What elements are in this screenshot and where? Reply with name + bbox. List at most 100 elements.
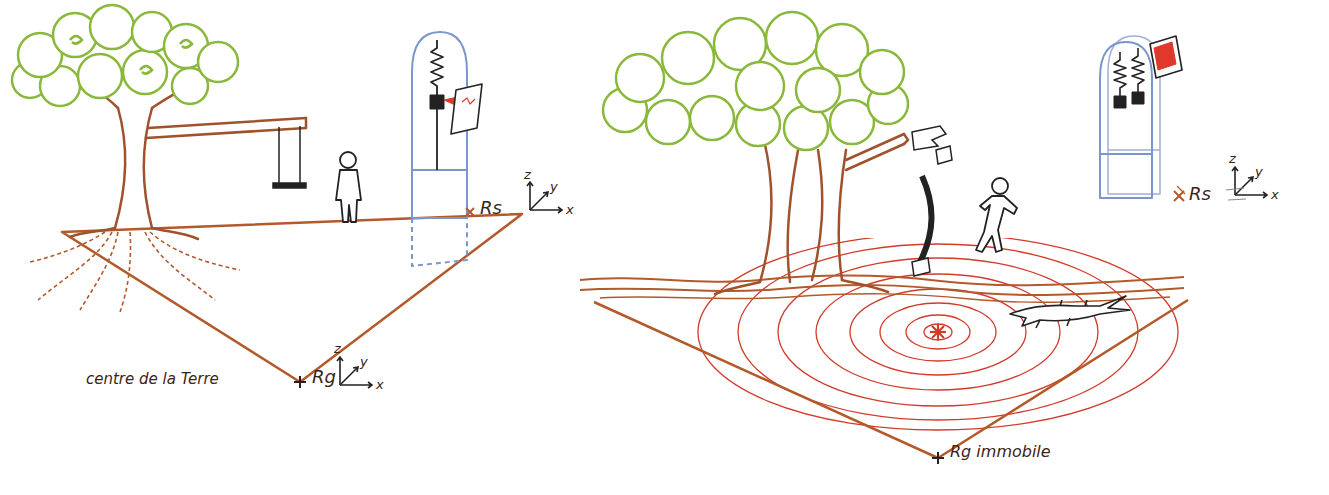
epicentre-star bbox=[930, 324, 946, 340]
axes bbox=[527, 182, 533, 210]
place-label: centre de la Terre bbox=[86, 372, 219, 387]
frame-marker bbox=[932, 186, 1185, 464]
shaking-seismometer bbox=[1132, 48, 1144, 92]
axes bbox=[530, 207, 562, 213]
axes bbox=[337, 167, 1267, 388]
person bbox=[336, 170, 361, 222]
tree-canopy bbox=[123, 50, 167, 94]
tree-canopy bbox=[736, 62, 784, 110]
seismometer bbox=[436, 109, 438, 170]
ground-triangle bbox=[62, 214, 522, 382]
axis-label: x bbox=[566, 203, 574, 216]
frame-marker bbox=[294, 208, 474, 388]
tree-trunk bbox=[144, 108, 152, 228]
crocodile bbox=[1010, 296, 1130, 326]
crocodile bbox=[1010, 296, 1130, 328]
broken-swing bbox=[912, 126, 946, 150]
ground-triangle bbox=[62, 214, 522, 382]
frame-marker bbox=[932, 457, 944, 459]
broken-swing bbox=[920, 176, 932, 262]
tree-roots bbox=[120, 232, 131, 312]
tree-canopy bbox=[140, 66, 152, 74]
axes bbox=[1235, 192, 1267, 198]
broken-swing bbox=[936, 146, 952, 164]
axis-label: y bbox=[1255, 165, 1263, 178]
tree-trunk bbox=[715, 282, 760, 294]
axes bbox=[1226, 188, 1246, 200]
seismometer bbox=[462, 98, 475, 104]
frame-caption: Rg immobile bbox=[950, 444, 1051, 460]
frame-name: Rs bbox=[1189, 185, 1211, 203]
tree-canopy bbox=[662, 32, 714, 84]
falling-person bbox=[992, 178, 1008, 194]
tree-canopy bbox=[70, 36, 82, 44]
seismometer bbox=[431, 40, 443, 95]
frame-name: Rg bbox=[312, 368, 336, 386]
axes bbox=[1235, 177, 1253, 195]
tree-canopy bbox=[646, 100, 690, 144]
tree-roots bbox=[38, 232, 112, 300]
seismometer bbox=[412, 170, 467, 218]
frame-marker bbox=[294, 381, 306, 383]
axis-label: z bbox=[524, 168, 531, 181]
shaking-seismometer bbox=[1100, 36, 1182, 198]
shaking-seismometer bbox=[1150, 36, 1182, 78]
frame-marker bbox=[466, 208, 474, 216]
swing bbox=[299, 126, 301, 184]
tree-trunk bbox=[760, 140, 771, 282]
axis-label: y bbox=[360, 355, 368, 368]
seismometer bbox=[412, 218, 467, 266]
person bbox=[340, 152, 356, 168]
tree-trunk bbox=[904, 134, 908, 144]
tree-canopy bbox=[603, 12, 908, 150]
shaking-seismometer bbox=[1100, 154, 1152, 198]
frame-name: Rs bbox=[480, 199, 502, 217]
seismometer bbox=[451, 84, 482, 134]
swing bbox=[273, 126, 306, 188]
tree-canopy bbox=[12, 5, 238, 106]
swing bbox=[273, 183, 306, 188]
tree-canopy bbox=[180, 40, 192, 48]
shaking-ground bbox=[580, 276, 1184, 286]
tree-trunk bbox=[70, 228, 115, 237]
frame-marker bbox=[1174, 191, 1184, 201]
tree-trunk bbox=[305, 118, 308, 128]
tree-canopy bbox=[198, 42, 238, 82]
tree-trunk bbox=[788, 140, 800, 282]
axis-label: z bbox=[334, 342, 341, 355]
tree-trunk bbox=[115, 108, 125, 228]
axes bbox=[1232, 167, 1238, 195]
axes bbox=[340, 382, 372, 388]
tree-canopy bbox=[90, 5, 134, 49]
seismometer bbox=[430, 95, 444, 109]
frame-marker bbox=[1177, 186, 1185, 194]
tree-canopy bbox=[766, 12, 818, 64]
falling-person bbox=[976, 178, 1017, 252]
tree-trunk bbox=[812, 150, 822, 280]
ground-triangle bbox=[594, 300, 1188, 458]
axis-label: x bbox=[1271, 188, 1279, 201]
seismic-waves bbox=[924, 324, 952, 340]
epicentre-star bbox=[932, 326, 944, 338]
tree-trunk bbox=[146, 128, 306, 138]
seismic-waves bbox=[880, 303, 996, 361]
epicentre-star bbox=[932, 326, 944, 338]
seismic-waves bbox=[816, 274, 1060, 390]
tree-trunk bbox=[148, 118, 306, 128]
crocodile bbox=[1036, 300, 1087, 328]
axes bbox=[337, 357, 343, 385]
tree-roots bbox=[30, 232, 240, 312]
tree-canopy bbox=[796, 68, 840, 112]
tree-canopy bbox=[78, 54, 122, 98]
axis-label: x bbox=[376, 378, 384, 391]
shaking-ground bbox=[600, 294, 1170, 303]
seismic-waves bbox=[698, 238, 1178, 430]
tree-canopy bbox=[860, 50, 904, 94]
shaking-seismometer bbox=[1114, 96, 1126, 108]
axes bbox=[340, 367, 358, 385]
axis-label: y bbox=[550, 180, 558, 193]
tree-trunk bbox=[846, 144, 904, 170]
seismic-waves bbox=[698, 238, 1178, 430]
broken-swing bbox=[912, 126, 952, 276]
tree-roots bbox=[30, 232, 105, 262]
